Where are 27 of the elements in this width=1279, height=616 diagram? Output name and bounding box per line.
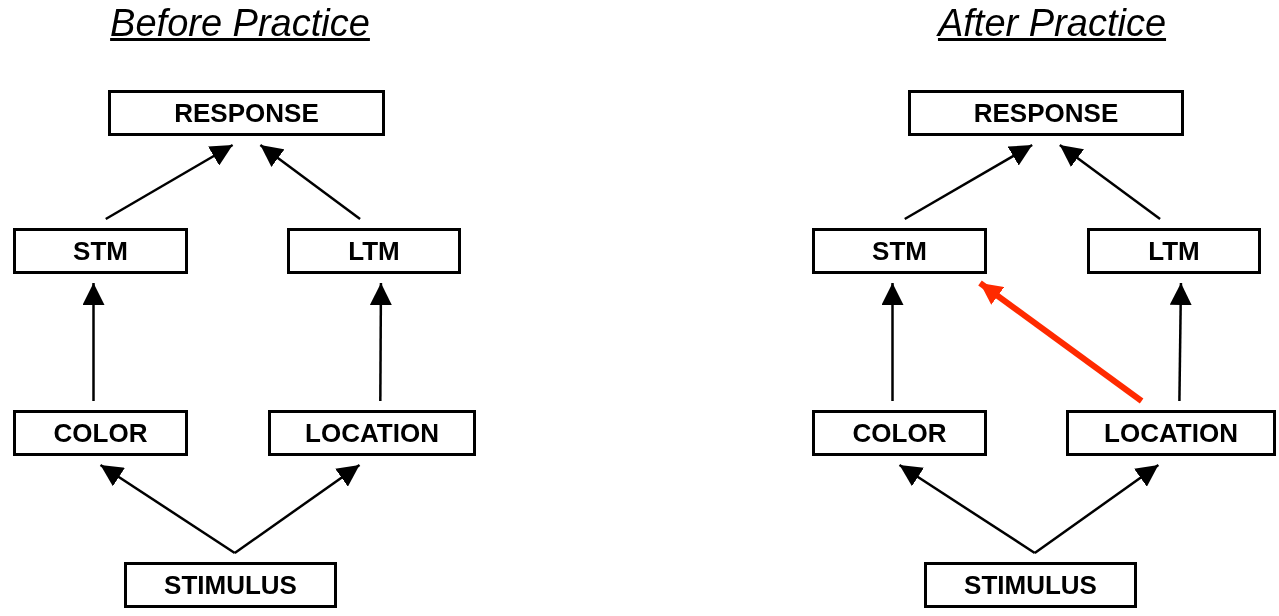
arrow — [1059, 144, 1161, 220]
arrow — [99, 463, 236, 555]
process-box: LTM — [1087, 228, 1261, 274]
process-box: COLOR — [812, 410, 987, 456]
arrow — [904, 143, 1033, 221]
arrow — [1034, 464, 1160, 554]
arrow — [82, 283, 105, 401]
process-box: RESPONSE — [108, 90, 385, 136]
process-box: LTM — [287, 228, 461, 274]
panel-heading: Before Practice — [110, 2, 370, 45]
panel-heading: After Practice — [937, 2, 1167, 45]
process-box: STIMULUS — [924, 562, 1137, 608]
process-box: STM — [13, 228, 188, 274]
arrow — [978, 280, 1144, 404]
process-box: LOCATION — [268, 410, 476, 456]
arrow — [1169, 283, 1192, 401]
process-box: RESPONSE — [908, 90, 1184, 136]
process-box: COLOR — [13, 410, 188, 456]
arrow — [105, 143, 234, 221]
arrow — [234, 463, 361, 555]
process-box: LOCATION — [1066, 410, 1276, 456]
process-box: STIMULUS — [124, 562, 337, 608]
arrow — [259, 144, 361, 220]
arrow — [369, 283, 392, 401]
arrow — [898, 463, 1036, 555]
arrow — [881, 283, 904, 401]
process-box: STM — [812, 228, 987, 274]
